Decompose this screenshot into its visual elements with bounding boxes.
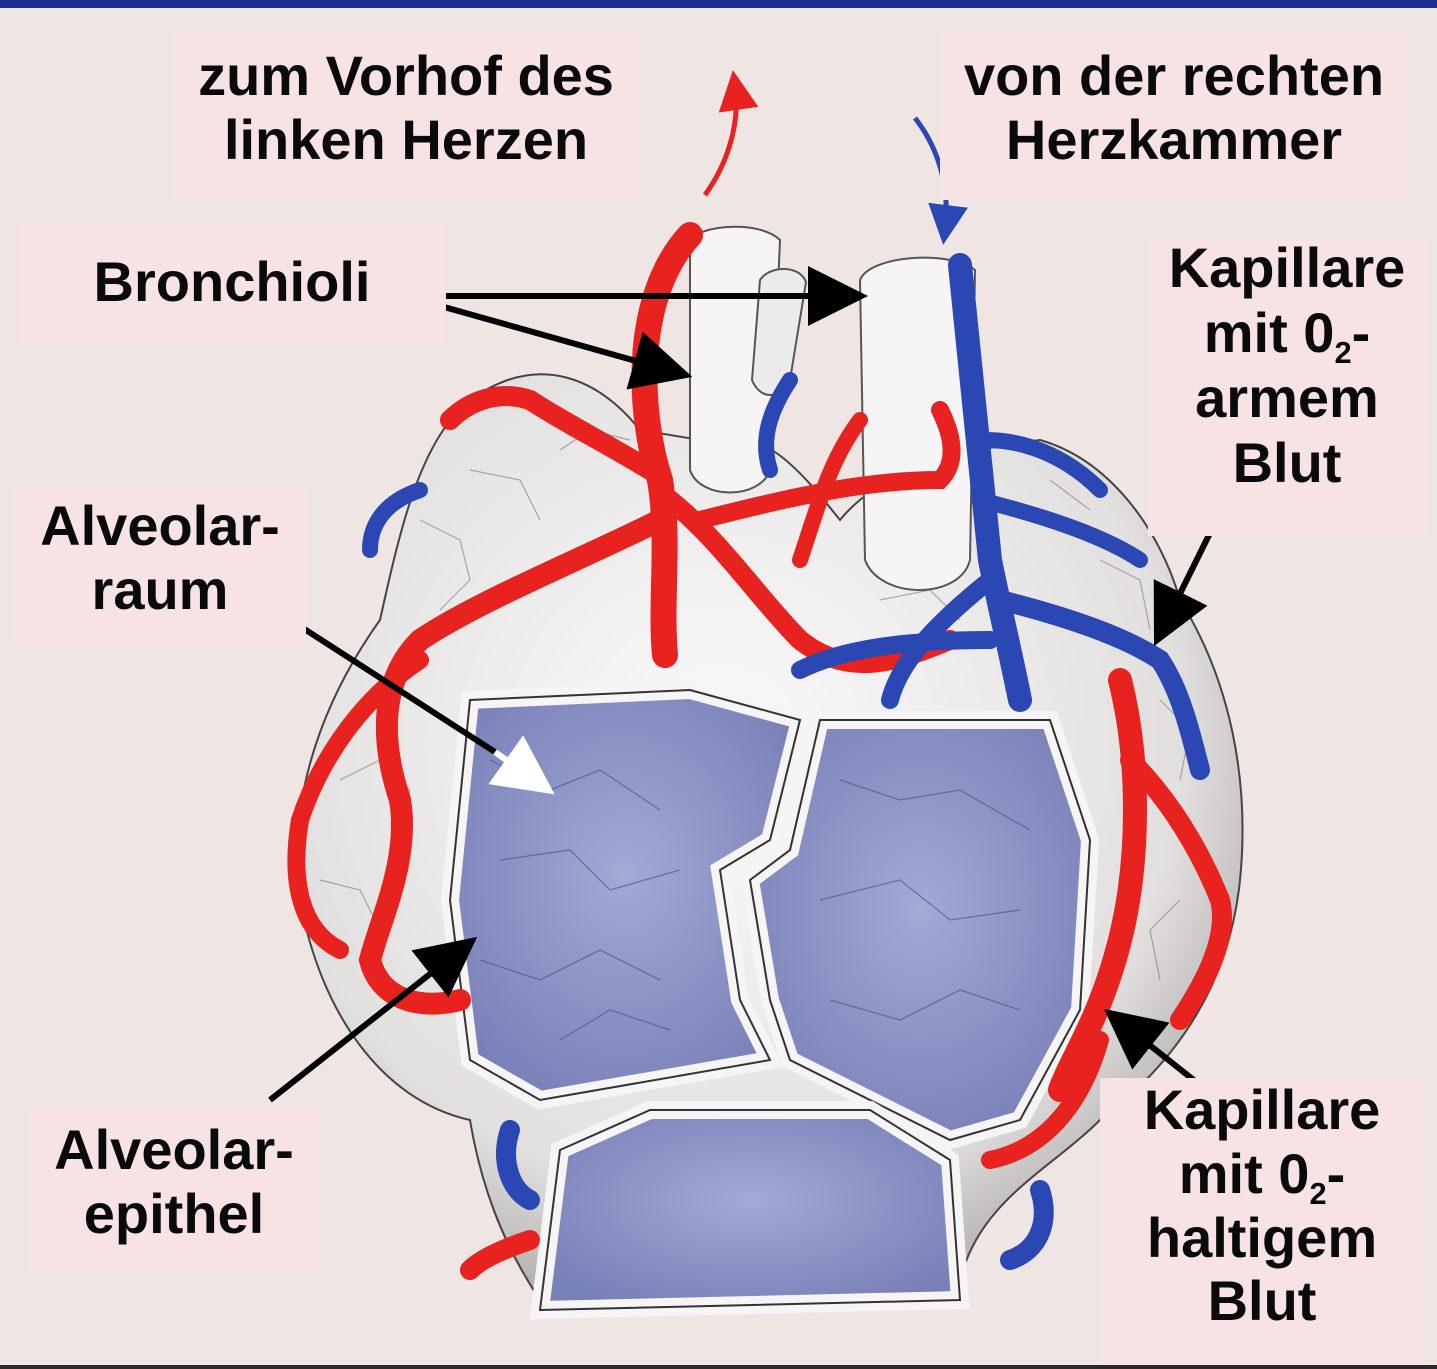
label-vorhof-line2: linken Herzen (173, 108, 639, 172)
label-alveolarraum-line1: Alveolar- (14, 494, 306, 558)
label-herzkammer: von der rechten Herzkammer (940, 28, 1408, 200)
label-kapillare-haltig-line4: Blut (1100, 1269, 1424, 1333)
label-kapillare-arm-sub: 2 (1334, 335, 1351, 370)
label-herzkammer-line2: Herzkammer (940, 108, 1408, 172)
label-alveolarepithel-line1: Alveolar- (28, 1118, 320, 1182)
label-bronchioli: Bronchioli (18, 222, 446, 344)
red-flow-arrow (705, 85, 736, 195)
label-herzkammer-line1: von der rechten (940, 44, 1408, 108)
label-kapillare-arm-mit: mit 0 (1204, 301, 1335, 364)
label-kapillare-arm-line2: mit 02- (1148, 301, 1426, 366)
label-kapillare-haltig-line3: haltigem (1100, 1206, 1424, 1270)
label-alveolarraum-line2: raum (14, 558, 306, 622)
label-kapillare-arm-line4: Blut (1148, 431, 1426, 496)
label-alveolarraum: Alveolar- raum (14, 488, 306, 646)
label-kapillare-haltig-line2: mit 02- (1100, 1142, 1424, 1206)
label-kapillare-haltig: Kapillare mit 02- haltigem Blut (1100, 1078, 1424, 1366)
label-kapillare-haltig-dash: - (1327, 1142, 1346, 1205)
label-vorhof-line1: zum Vorhof des (173, 44, 639, 108)
bottom-border-bar (0, 1365, 1437, 1369)
label-kapillare-arm: Kapillare mit 02- armem Blut (1148, 236, 1426, 536)
label-alveolarepithel: Alveolar- epithel (28, 1108, 320, 1272)
label-kapillare-arm-line1: Kapillare (1148, 236, 1426, 301)
label-alveolarepithel-line2: epithel (28, 1182, 320, 1246)
alveolus-cut-bottom (540, 1110, 960, 1310)
label-kapillare-arm-line3: armem (1148, 366, 1426, 431)
label-bronchioli-text: Bronchioli (18, 250, 446, 314)
label-kapillare-arm-dash: - (1352, 301, 1371, 364)
label-kapillare-haltig-line1: Kapillare (1100, 1078, 1424, 1142)
label-vorhof: zum Vorhof des linken Herzen (173, 30, 639, 200)
label-kapillare-haltig-mit: mit 0 (1179, 1142, 1310, 1205)
